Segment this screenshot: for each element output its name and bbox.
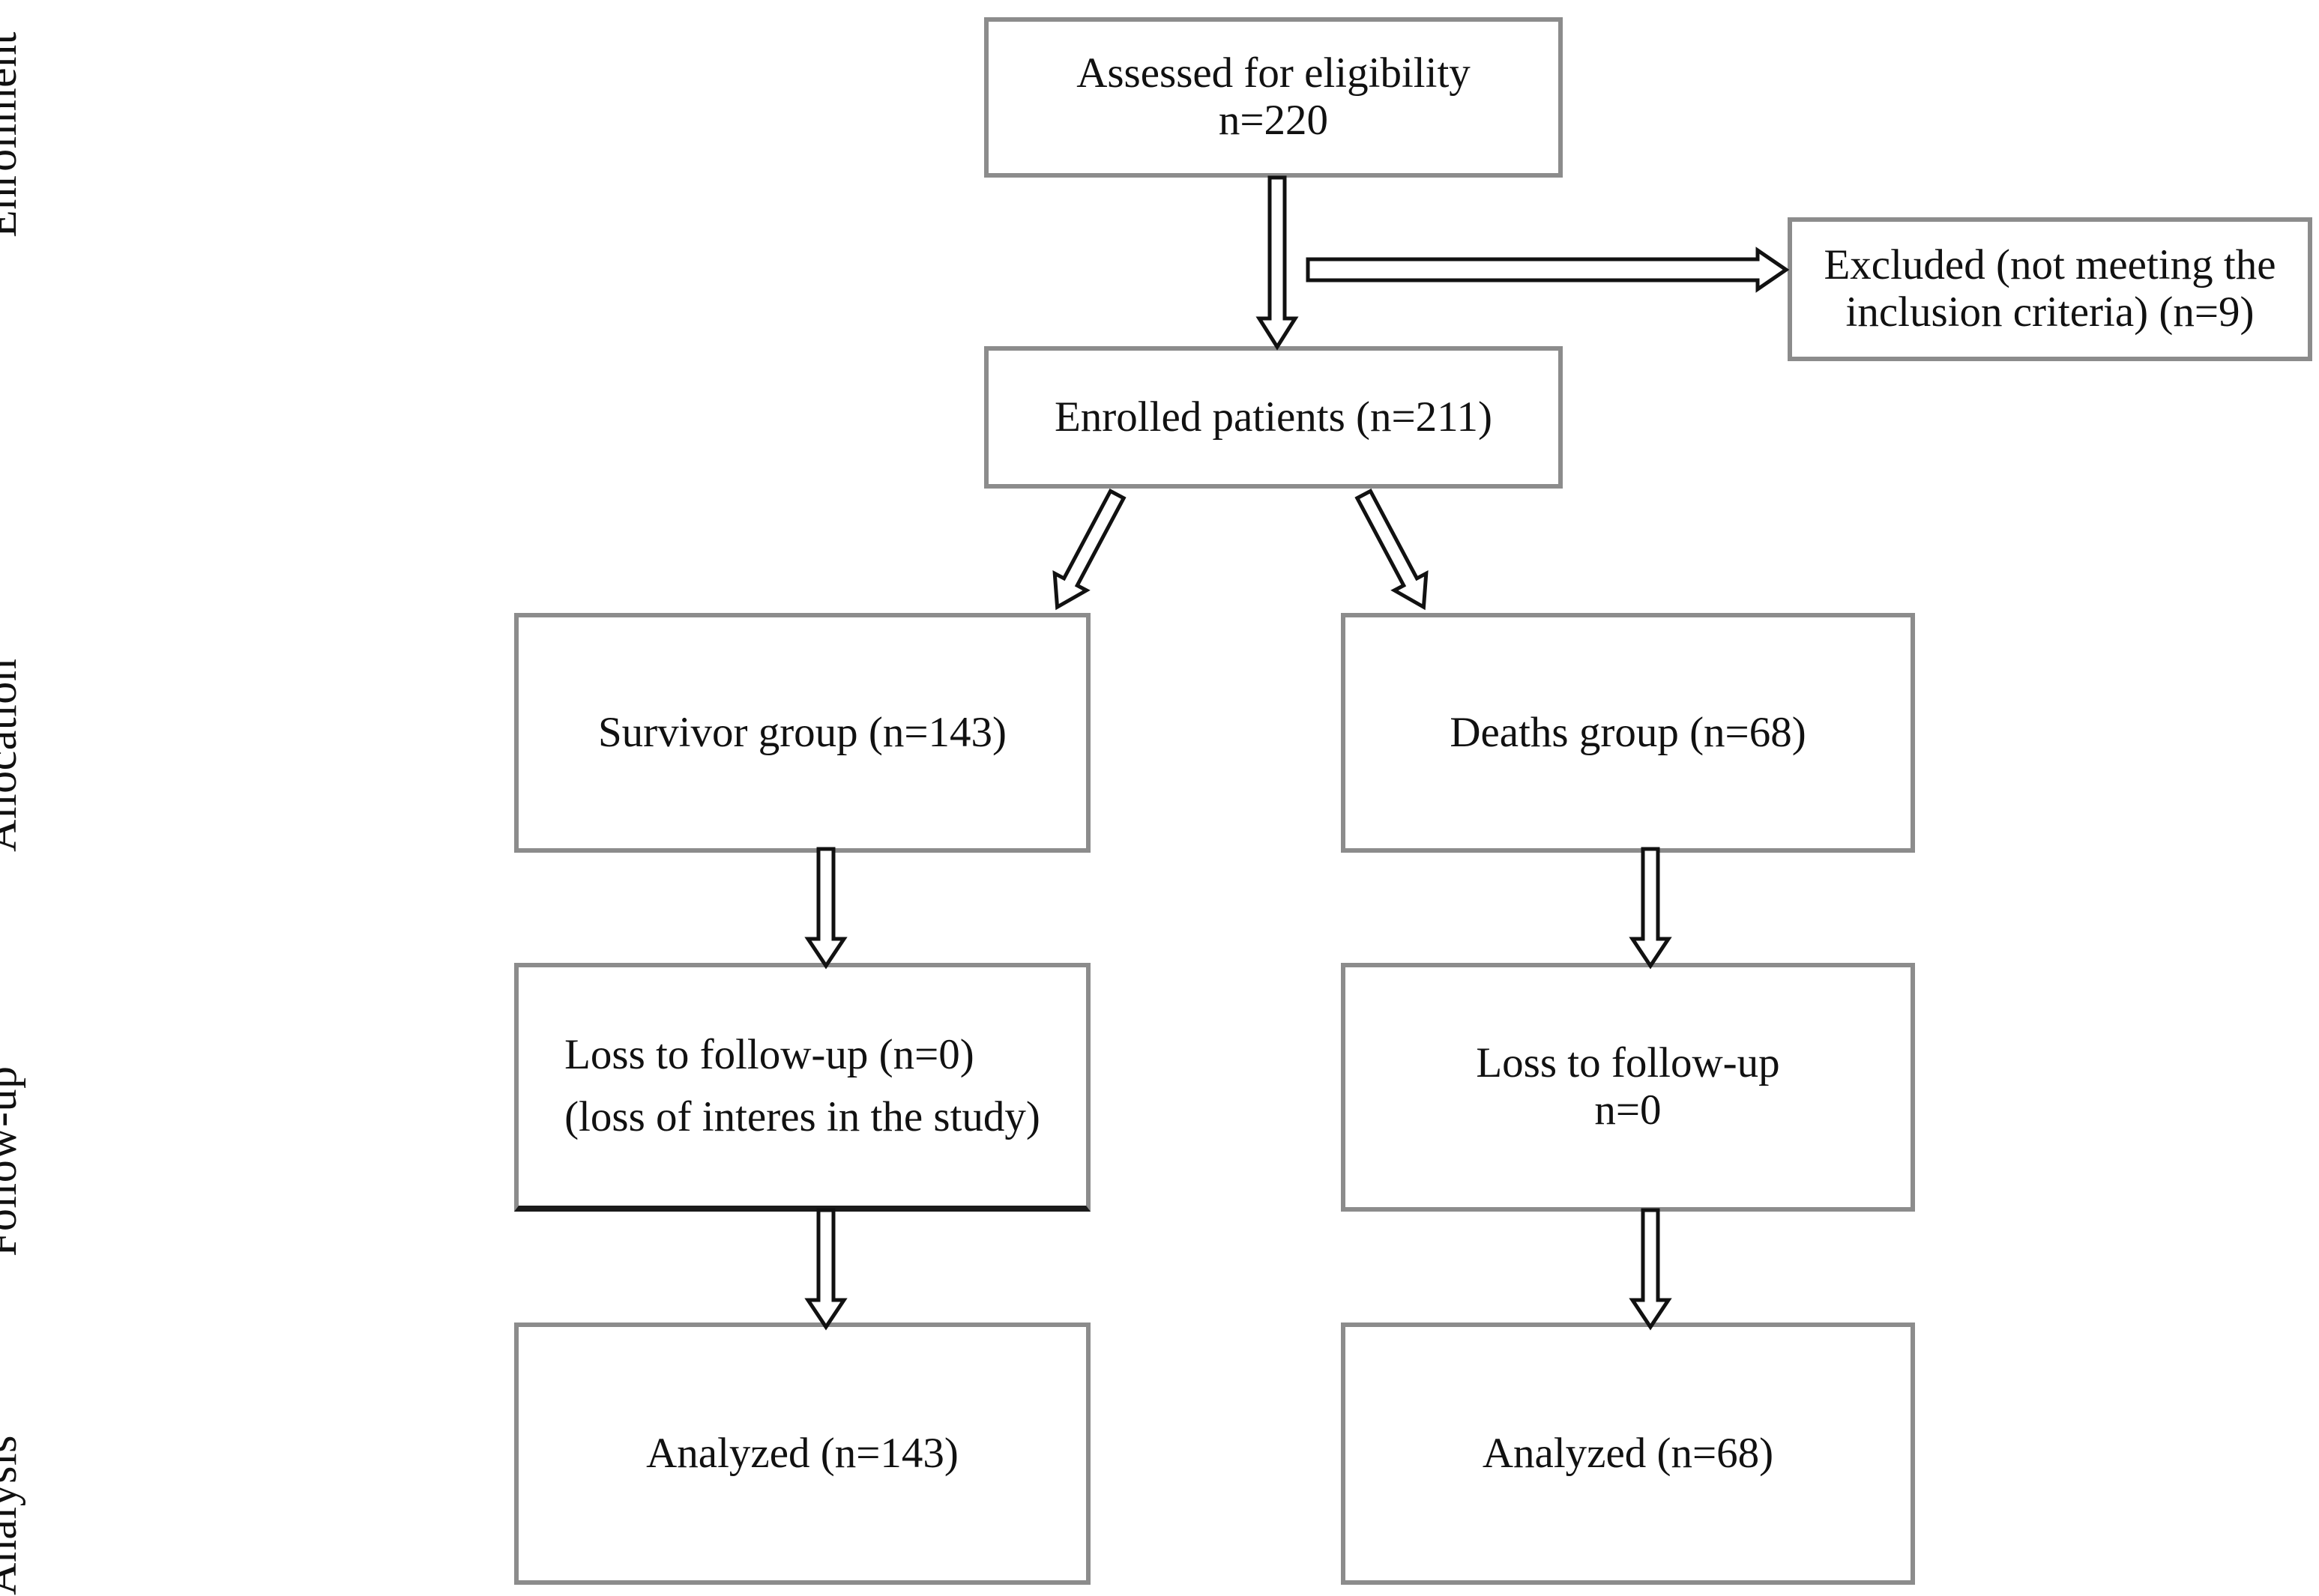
stage-label-allocation: Allocation: [0, 658, 25, 852]
stage-label-enrollment: Enrollment: [0, 31, 25, 238]
node-assessed-text: Assessed for eligibility n=220: [1066, 50, 1481, 144]
arrow-survivor-to-followup-icon: [803, 847, 848, 970]
node-survivor-group: Survivor group (n=143): [514, 613, 1091, 853]
arrow-enrolled-to-deaths-icon: [1342, 487, 1447, 616]
stage-label-followup: Follow-up: [0, 1065, 25, 1257]
node-followup-left-line2: (loss of interes in the study): [564, 1092, 1040, 1140]
node-analyzed-left-text: Analyzed (n=143): [646, 1429, 959, 1477]
node-followup-right-text: Loss to follow-up n=0: [1465, 1040, 1790, 1134]
arrow-followupright-to-analyzed-icon: [1628, 1208, 1673, 1331]
arrow-assessed-to-excluded-icon: [1306, 247, 1790, 293]
node-assessed-line2: n=220: [1218, 97, 1329, 144]
arrow-enrolled-to-survivor-icon: [1034, 487, 1139, 616]
node-assessed-for-eligibility: Assessed for eligibility n=220: [984, 17, 1563, 178]
node-followup-left: Loss to follow-up (n=0) (loss of interes…: [514, 963, 1091, 1212]
node-deaths-text: Deaths group (n=68): [1450, 708, 1806, 756]
stage-label-analysis: Analysis: [0, 1435, 25, 1595]
node-followup-right-line2: n=0: [1594, 1086, 1662, 1134]
arrow-deaths-to-followup-icon: [1628, 847, 1673, 970]
node-enrolled-text: Enrolled patients (n=211): [1054, 393, 1493, 441]
node-analyzed-right-text: Analyzed (n=68): [1482, 1429, 1774, 1477]
arrow-assessed-to-enrolled-icon: [1255, 175, 1300, 351]
node-assessed-line1: Assessed for eligibility: [1076, 49, 1471, 97]
node-analyzed-left: Analyzed (n=143): [514, 1323, 1091, 1585]
node-deaths-group: Deaths group (n=68): [1341, 613, 1915, 853]
node-excluded: Excluded (not meeting the inclusion crit…: [1788, 217, 2312, 361]
arrow-followupleft-to-analyzed-icon: [803, 1208, 848, 1331]
node-followup-left-text: Loss to follow-up (n=0) (loss of interes…: [554, 967, 1051, 1148]
node-followup-right: Loss to follow-up n=0: [1341, 963, 1915, 1212]
node-followup-right-line1: Loss to follow-up: [1476, 1039, 1780, 1087]
node-followup-left-line1: Loss to follow-up (n=0): [564, 1031, 974, 1078]
node-enrolled-patients: Enrolled patients (n=211): [984, 346, 1563, 489]
node-excluded-line2: inclusion criteria) (n=9): [1845, 288, 2255, 336]
node-excluded-text: Excluded (not meeting the inclusion crit…: [1813, 242, 2286, 336]
node-analyzed-right: Analyzed (n=68): [1341, 1323, 1915, 1585]
node-excluded-line1: Excluded (not meeting the: [1824, 241, 2276, 289]
node-survivor-text: Survivor group (n=143): [597, 708, 1007, 756]
